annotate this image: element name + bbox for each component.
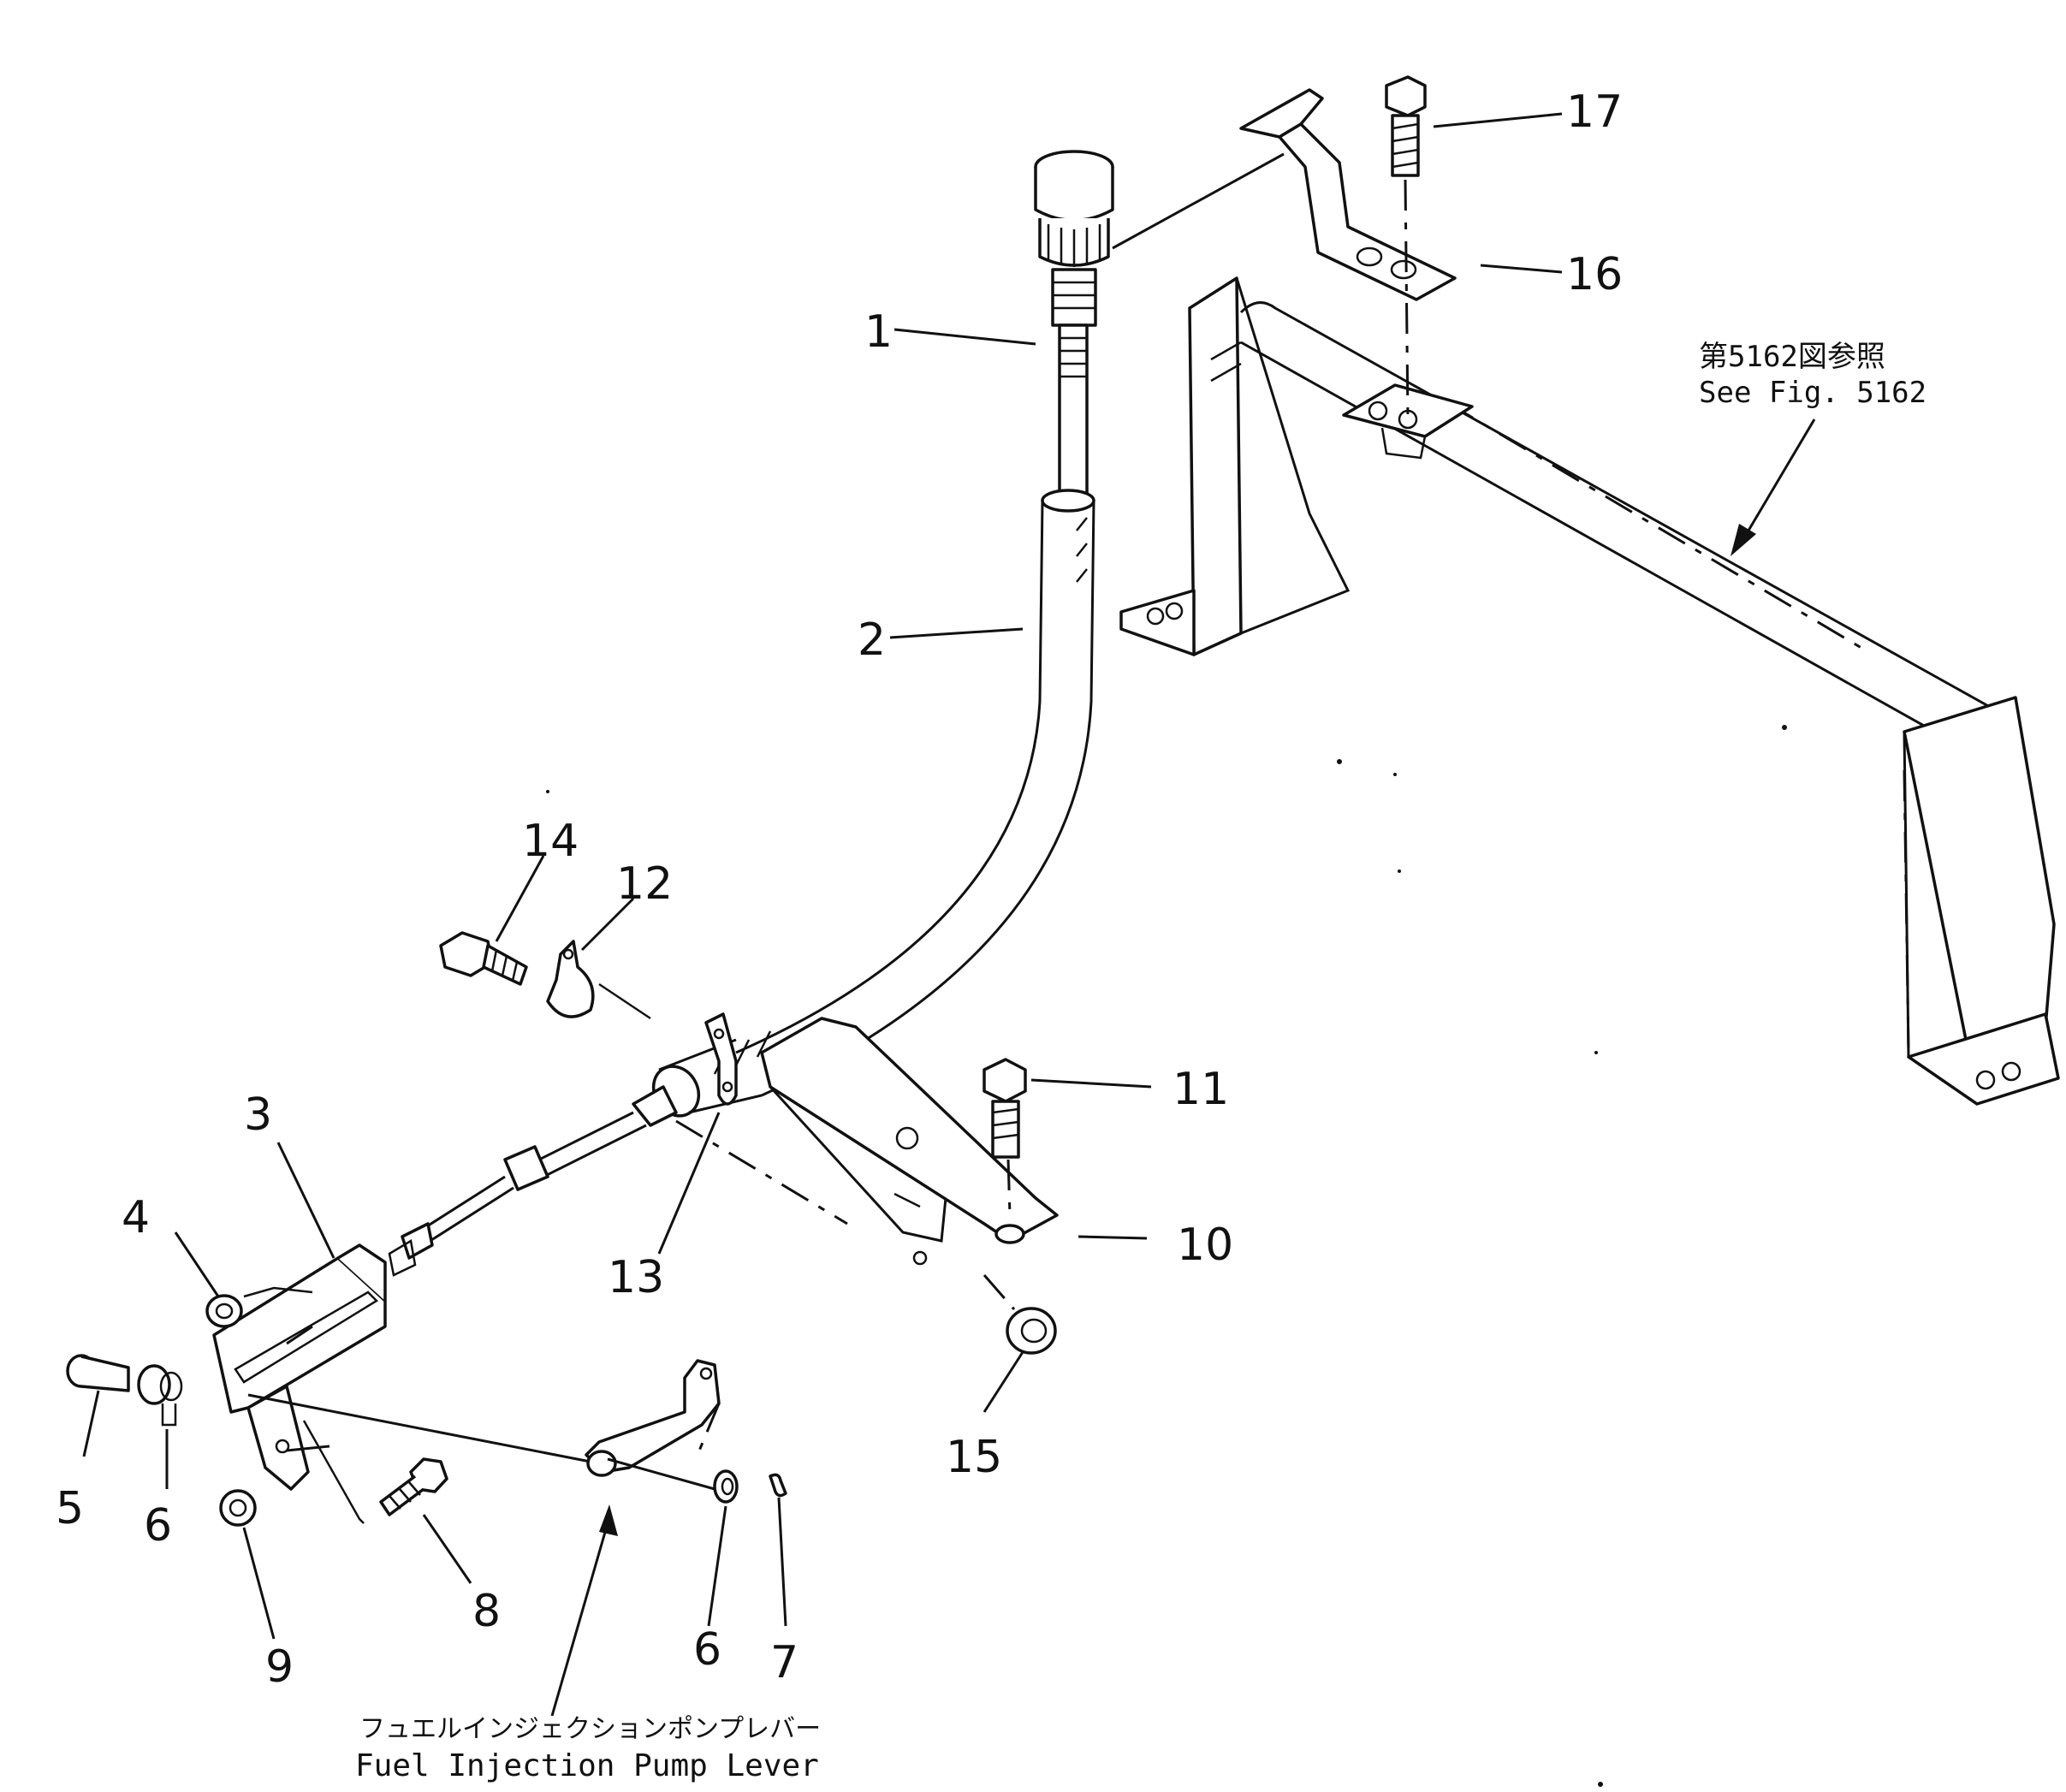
caption-english: Fuel Injection Pump Lever xyxy=(355,1748,819,1783)
cotter-pin-7 xyxy=(769,1473,787,1498)
bolt-11 xyxy=(983,1058,1027,1216)
washer-6b xyxy=(713,1469,739,1504)
callout-17: 17 xyxy=(1566,86,1623,138)
callout-9: 9 xyxy=(265,1641,294,1693)
nut-4 xyxy=(205,1286,313,1328)
callout-10: 10 xyxy=(1177,1219,1233,1271)
callout-11: 11 xyxy=(1173,1064,1229,1115)
control-knob-1 xyxy=(1034,150,1114,498)
figure-reference: 第5162図参照 See Fig. 5162 xyxy=(1699,340,1926,410)
pump-lever xyxy=(585,1359,721,1491)
leader-lines xyxy=(82,112,1816,1717)
caption-japanese: フュエルインジェクションポンプレバー xyxy=(359,1714,821,1744)
callout-7: 7 xyxy=(770,1637,798,1688)
callout-14: 14 xyxy=(522,816,579,867)
callout-15: 15 xyxy=(946,1432,1002,1483)
callout-8: 8 xyxy=(472,1586,501,1637)
pump-lever-caption: フュエルインジェクションポンプレバー Fuel Injection Pump L… xyxy=(355,1714,821,1783)
callout-12: 12 xyxy=(616,858,673,910)
scan-specks xyxy=(546,725,1787,1787)
inner-cable xyxy=(388,1085,848,1277)
callout-16: 16 xyxy=(1566,249,1623,300)
callout-3: 3 xyxy=(244,1089,272,1141)
callout-2: 2 xyxy=(858,614,886,666)
callout-13: 13 xyxy=(608,1252,664,1303)
bracket-3 xyxy=(212,1243,600,1524)
callout-6a: 6 xyxy=(144,1500,172,1552)
bolt-5 xyxy=(66,1354,130,1392)
bolt-14 xyxy=(439,931,528,986)
washer-6 xyxy=(137,1364,183,1427)
callout-1: 1 xyxy=(864,306,893,358)
callout-4: 4 xyxy=(122,1192,150,1243)
reference-japanese: 第5162図参照 xyxy=(1699,340,1885,374)
clip-13 xyxy=(704,1012,738,1106)
callout-6b: 6 xyxy=(693,1624,721,1676)
bracket-10 xyxy=(760,1017,1059,1266)
bracket-16 xyxy=(1112,88,1457,301)
nut-15 xyxy=(983,1274,1057,1355)
bolt-8 xyxy=(379,1457,448,1516)
reference-english: See Fig. 5162 xyxy=(1699,376,1926,410)
clamp-12 xyxy=(546,940,651,1020)
bolt-17 xyxy=(1385,75,1427,420)
callout-5: 5 xyxy=(56,1483,84,1534)
support-frame xyxy=(1119,276,2060,1106)
nut-9 xyxy=(219,1489,257,1527)
callout-labels: 1 2 3 4 5 6 6 7 8 9 10 11 12 13 14 15 16… xyxy=(56,86,1623,1693)
